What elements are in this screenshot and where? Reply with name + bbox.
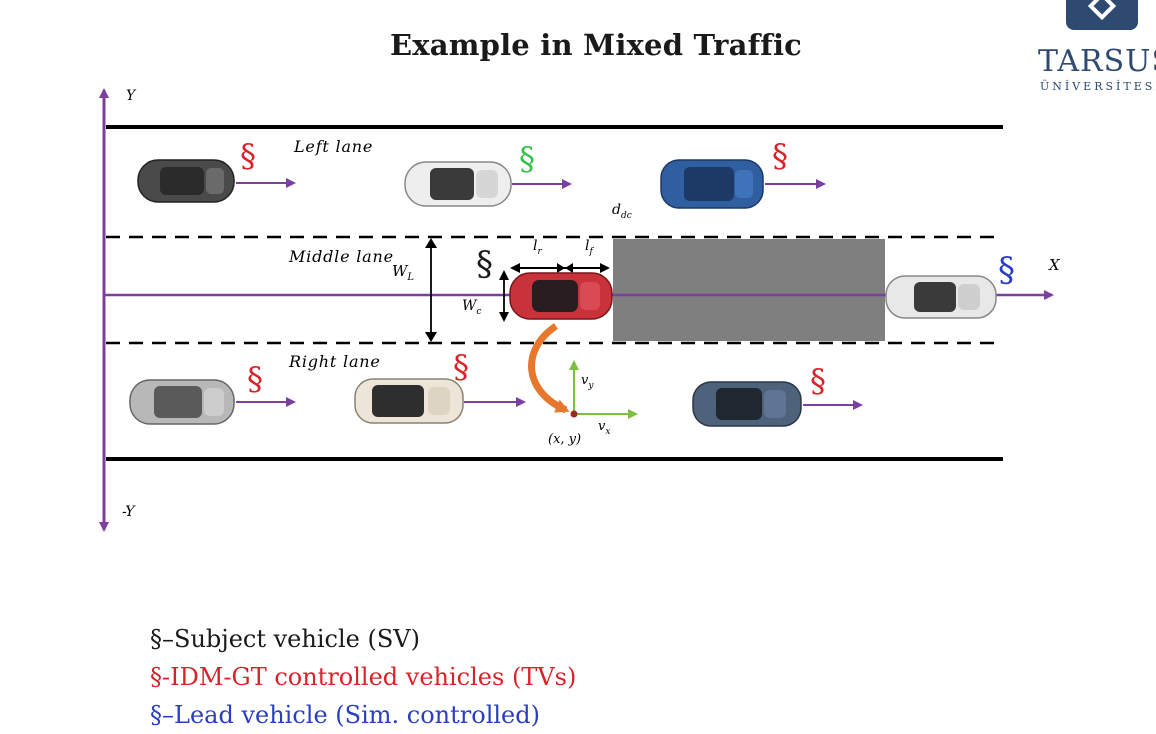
right-lane-car-2 (354, 378, 464, 424)
left-lane-car-3 (660, 159, 764, 209)
subject-vehicle (509, 272, 613, 320)
vx-label: vx (598, 419, 610, 437)
lane-width-arrow-bottom (425, 332, 437, 342)
left-lane-car-2 (404, 161, 512, 207)
rear-length-arrow-left (510, 263, 520, 273)
legend: §–Subject vehicle (SV) §-IDM-GT controll… (150, 620, 576, 734)
rear-length-label: lr (533, 238, 542, 257)
subject-vehicle-symbol: § (476, 244, 493, 284)
distance-label: ddc (612, 202, 632, 221)
left-lane-label: Left lane (293, 137, 373, 156)
left-lane-car-1 (137, 159, 235, 203)
x-axis-label: X (1048, 256, 1061, 274)
front-length-arrow-left (565, 263, 573, 273)
right-lane-car-1 (129, 379, 235, 425)
logo-mark-icon (1066, 0, 1138, 30)
position-label: (x, y) (548, 432, 581, 447)
left-lane-car-2-symbol: § (519, 140, 535, 178)
university-logo: TARSUS ÜNİVERSİTESİ (1036, 0, 1156, 100)
legend-target: §-IDM-GT controlled vehicles (TVs) (150, 663, 577, 691)
right-lane-car-3 (692, 381, 802, 427)
lead-vehicle-symbol: § (998, 250, 1015, 290)
middle-lane-label: Middle lane (288, 247, 394, 266)
lane-width-arrow-top (425, 238, 437, 248)
logo-name: TARSUS (1038, 44, 1156, 79)
car-width-arrow-bottom (499, 312, 509, 322)
vy-label: vy (581, 373, 594, 391)
legend-lead: §–Lead vehicle (Sim. controlled) (150, 701, 540, 729)
rear-length-arrow-right (557, 263, 565, 273)
y-axis-label: Y (126, 88, 137, 104)
right-lane-car-1-symbol: § (247, 360, 263, 398)
gap-region (613, 239, 885, 341)
right-lane-label: Right lane (288, 352, 381, 371)
slide-title: Example in Mixed Traffic (389, 28, 803, 62)
neg-y-axis-label: -Y (122, 504, 136, 520)
car-width-arrow-top (499, 270, 509, 280)
left-lane-car-1-symbol: § (240, 137, 256, 175)
position-point (570, 410, 578, 418)
logo-subtitle: ÜNİVERSİTESİ (1040, 80, 1156, 93)
right-lane-car-3-symbol: § (810, 362, 826, 400)
legend-subject: §–Subject vehicle (SV) (150, 625, 420, 653)
car-width-label: Wc (462, 298, 481, 317)
front-length-arrow-right (600, 263, 610, 273)
left-lane-car-3-symbol: § (772, 137, 788, 175)
lane-width-label: WL (392, 262, 414, 283)
right-lane-car-2-symbol: § (453, 348, 469, 386)
front-length-label: lf (585, 238, 594, 257)
lead-vehicle (885, 275, 997, 319)
lane-change-arrow (528, 323, 570, 414)
